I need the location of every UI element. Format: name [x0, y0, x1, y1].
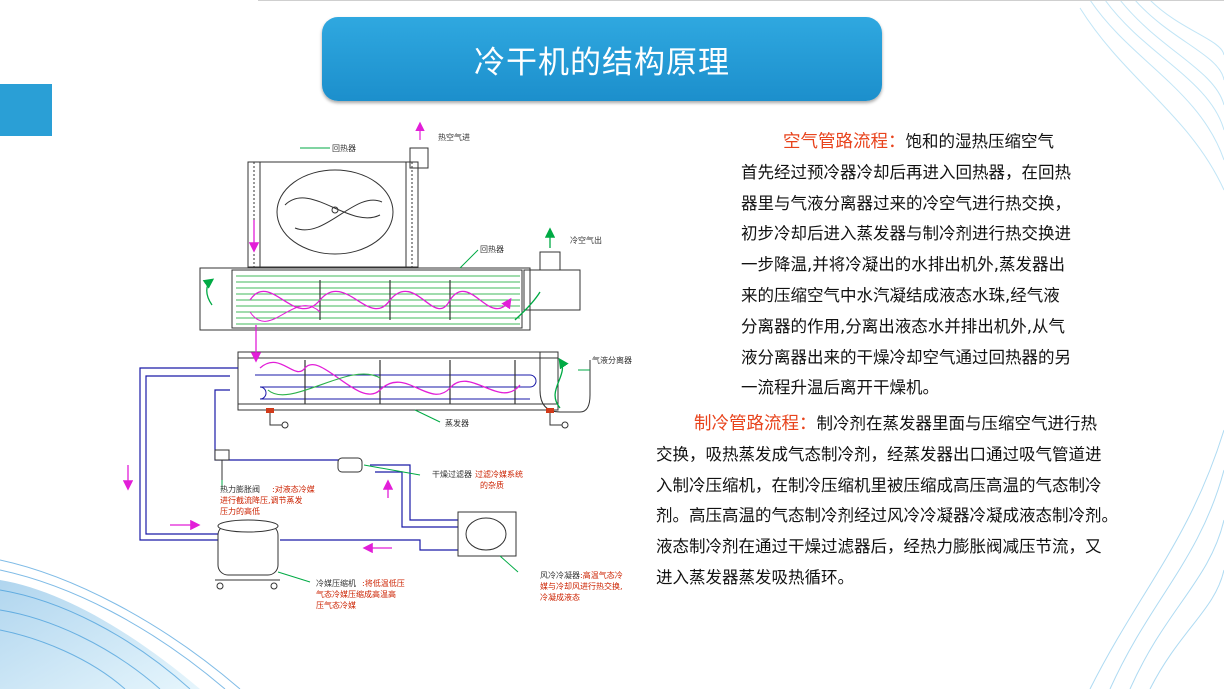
- label-expansion-valve-desc2: 进行截流降压,调节蒸发: [220, 495, 303, 505]
- label-compressor-desc2: 气态冷媒压缩成高温高: [316, 589, 396, 599]
- label-cold-air-out: 冷空气出: [570, 235, 602, 245]
- slide-title: 冷干机的结构原理: [474, 44, 730, 81]
- label-condenser-desc2: 媒与冷却风进行热交换,: [540, 581, 623, 591]
- condenser-unit: [457, 511, 517, 557]
- label-filter-drier-desc2: 的杂质: [480, 480, 504, 490]
- label-expansion-valve-desc: :对液态冷媒: [272, 484, 315, 494]
- label-hot-air-in: 热空气进: [438, 132, 470, 142]
- title-banner: 冷干机的结构原理: [322, 17, 882, 101]
- air-flow-heading: 空气管路流程：: [783, 132, 906, 152]
- label-filter-drier: 干燥过滤器: [432, 469, 472, 479]
- refrigerant-flow-line-5: 液态制冷剂在通过干燥过滤器后，经热力膨胀阀减压节流，又: [656, 537, 1102, 557]
- refrigerant-flow-paragraph: 制冷管路流程：制冷剂在蒸发器里面与压缩空气进行热 交换，吸热蒸发成气态制冷剂，经…: [656, 409, 1118, 594]
- top-rule: [258, 0, 1224, 1]
- label-condenser-desc: :高温气态冷: [580, 570, 623, 580]
- air-flow-line-1: 饱和的湿热压缩空气: [905, 132, 1055, 151]
- label-evaporator: 蒸发器: [445, 418, 469, 428]
- refrigerant-flow-line-1: 制冷剂在蒸发器里面与压缩空气进行热: [816, 414, 1098, 433]
- air-flow-line-6: 来的压缩空气中水汽凝结成液态水珠,经气液: [741, 285, 1060, 305]
- filter-drier: [337, 457, 363, 473]
- gas-liquid-separator: [539, 352, 591, 413]
- refrigerant-flow-heading: 制冷管路流程：: [694, 414, 817, 434]
- accent-square: [0, 84, 52, 136]
- label-compressor-desc3: 压气态冷媒: [316, 600, 356, 610]
- air-flow-line-3: 器里与气液分离器过来的冷空气进行热交换，: [741, 193, 1071, 213]
- reheater-body: [199, 267, 581, 331]
- label-expansion-valve: 热力膨胀阀: [220, 484, 260, 494]
- compressor: [215, 519, 280, 590]
- label-expansion-valve-desc3: 压力的高低: [220, 506, 260, 516]
- label-reheater: 回热器: [480, 244, 504, 254]
- refrigerant-flow-line-4: 剂。高压高温的气态制冷剂经过风冷冷凝器冷凝成液态制冷剂。: [656, 506, 1118, 526]
- air-flow-line-2: 首先经过预冷器冷却后再进入回热器，在回热: [741, 162, 1071, 182]
- air-flow-line-9: 一流程升温后离开干燥机。: [741, 378, 939, 398]
- refrigerant-flow-line-3: 入制冷压缩机，在制冷压缩机里被压缩成高压高温的气态制冷: [656, 475, 1102, 495]
- label-compressor-desc: :将低温低压: [362, 578, 405, 588]
- label-condenser: 风冷冷凝器: [540, 570, 580, 580]
- evaporator-body: [237, 351, 559, 411]
- air-flow-line-7: 分离器的作用,分离出液态水并排出机外,从气: [741, 316, 1065, 336]
- label-precooler: 回热器: [332, 143, 356, 153]
- label-separator: 气液分离器: [592, 355, 632, 365]
- air-flow-line-4: 初步冷却后进入蒸发器与制冷剂进行热交换进: [741, 224, 1071, 244]
- air-flow-line-8: 液分离器出来的干燥冷却空气通过回热器的另: [741, 347, 1071, 367]
- air-flow-paragraph: 空气管路流程：饱和的湿热压缩空气 首先经过预冷器冷却后再进入回热器，在回热 器里…: [741, 127, 1071, 404]
- label-condenser-desc3: 冷凝成液态: [540, 592, 580, 602]
- refrigerant-flow-line-6: 进入蒸发器蒸发吸热循环。: [656, 567, 854, 587]
- label-filter-drier-desc: 过滤冷媒系统: [475, 469, 523, 479]
- air-dryer-diagram: 热空气进 回热器 冷空气出 回热器: [122, 121, 632, 610]
- air-flow-line-5: 一步降温,并将冷凝出的水排出机外,蒸发器出: [741, 255, 1065, 275]
- expansion-valve: [214, 449, 230, 461]
- hot-air-inlet: [409, 147, 429, 169]
- condenser-fan-housing: [247, 161, 419, 268]
- label-compressor: 冷媒压缩机: [316, 578, 356, 588]
- cold-air-outlet: [539, 251, 561, 271]
- refrigerant-flow-line-2: 交换，吸热蒸发成气态制冷剂，经蒸发器出口通过吸气管道进: [656, 444, 1102, 464]
